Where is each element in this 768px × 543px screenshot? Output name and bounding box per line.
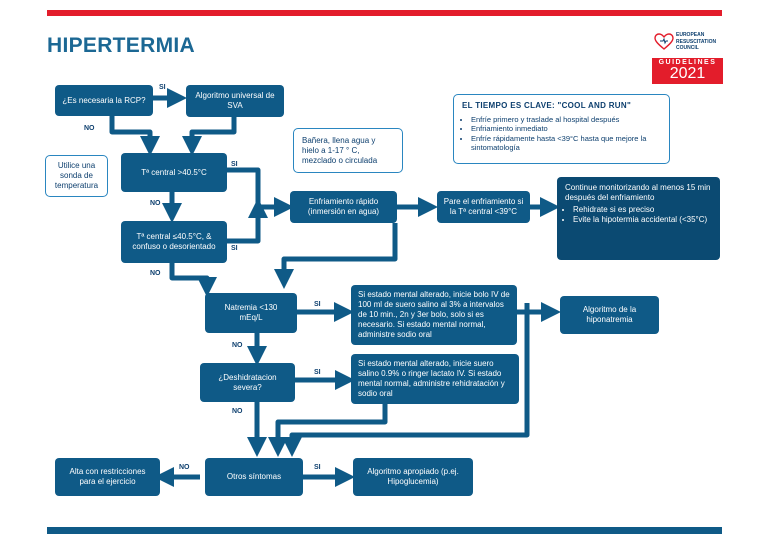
logo-org-line: EUROPEAN [676,32,705,38]
logo-org-line: COUNCIL [676,45,699,51]
label-no: NO [84,125,95,132]
connector-bolo-otros [282,303,530,457]
logo-year: 2021 [669,65,706,82]
sva-algorithm: Algoritmo universal de SVA [186,85,284,117]
list-item: Enfríe rápidamente hasta <39°C hasta que… [471,134,661,153]
connector-sva-temp [182,117,237,156]
label-si: SI [314,464,321,471]
label-si: SI [314,301,321,308]
time-is-key-box: EL TIEMPO ES CLAVE: "COOL AND RUN" Enfrí… [453,94,670,164]
continue-monitoring-list: Rehidrate si es preciso Evite la hipoter… [565,205,712,225]
label-si: SI [314,369,321,376]
connector-templow-natremia [169,263,217,297]
connector-rcp-temp [109,116,160,156]
hyponatremia-algorithm: Algoritmo de la hiponatremia [560,296,659,334]
list-item: Enfríe primero y traslade al hospital de… [471,115,661,125]
continue-monitoring-text: Continue monitorizando al menos 15 min d… [565,183,711,202]
heart-icon [654,33,674,50]
label-si: SI [231,161,238,168]
connector-suero-otros [268,404,388,457]
rcp-question: ¿Es necesaria la RCP? [55,85,153,116]
label-no: NO [179,464,190,471]
natremia-check: Natremia <130 mEq/L [205,293,297,333]
label-no: NO [232,408,243,415]
logo-badge: GUIDELINES 2021 [652,58,723,84]
label-si: SI [159,84,166,91]
list-item: Enfriamiento inmediato [471,124,661,134]
saline-infusion-box: Si estado mental alterado, inicie suero … [351,354,519,404]
appropriate-algorithm: Algoritmo apropiado (p.ej. Hipoglucemia) [353,458,473,496]
list-item: Rehidrate si es preciso [573,205,712,215]
time-is-key-list: Enfríe primero y traslade al hospital de… [462,115,661,153]
temperature-probe-note: Utilice una sonda de temperatura [45,155,108,197]
page-title: HIPERTERMIA [47,34,195,57]
bottom-blue-bar [47,527,722,534]
connector-temp-cooling [227,167,294,217]
temp-over-40-5: Tª central >40.5°C [121,153,227,192]
rapid-cooling: Enfriamiento rápido (inmersión en agua) [290,191,397,223]
logo-guidelines: GUIDELINES [658,59,717,66]
discharge-with-restrictions: Alta con restricciones para el ejercicio [55,458,160,496]
stop-cooling: Pare el enfriamiento si la Tª central <3… [437,191,530,223]
logo-org-line: RESUSCITATION [676,38,717,45]
list-item: Evite la hipotermia accidental (<35°C) [573,215,712,225]
label-no: NO [150,200,161,207]
time-is-key-title: EL TIEMPO ES CLAVE: "COOL AND RUN" [462,101,632,110]
label-no: NO [232,342,243,349]
connector-templow-cooling [227,198,268,244]
temp-under-40-5-confused: Tª central ≤40.5°C, & confuso o desorien… [121,221,227,263]
severe-dehydration-question: ¿Deshidratacion severa? [200,363,295,402]
saline-bolus-box: Si estado mental alterado, inicie bolo I… [351,285,517,345]
connector-cooling-natremia [274,223,398,289]
label-no: NO [150,270,161,277]
top-red-bar [47,10,722,16]
ice-bath-note: Bañera, llena agua y hielo a 1-17 ° C, m… [293,128,403,173]
label-si: SI [231,245,238,252]
other-symptoms: Otros síntomas [205,458,303,496]
logo-org-name: EUROPEAN RESUSCITATION COUNCIL [676,32,724,52]
continue-monitoring-box: Continue monitorizando al menos 15 min d… [557,177,720,260]
